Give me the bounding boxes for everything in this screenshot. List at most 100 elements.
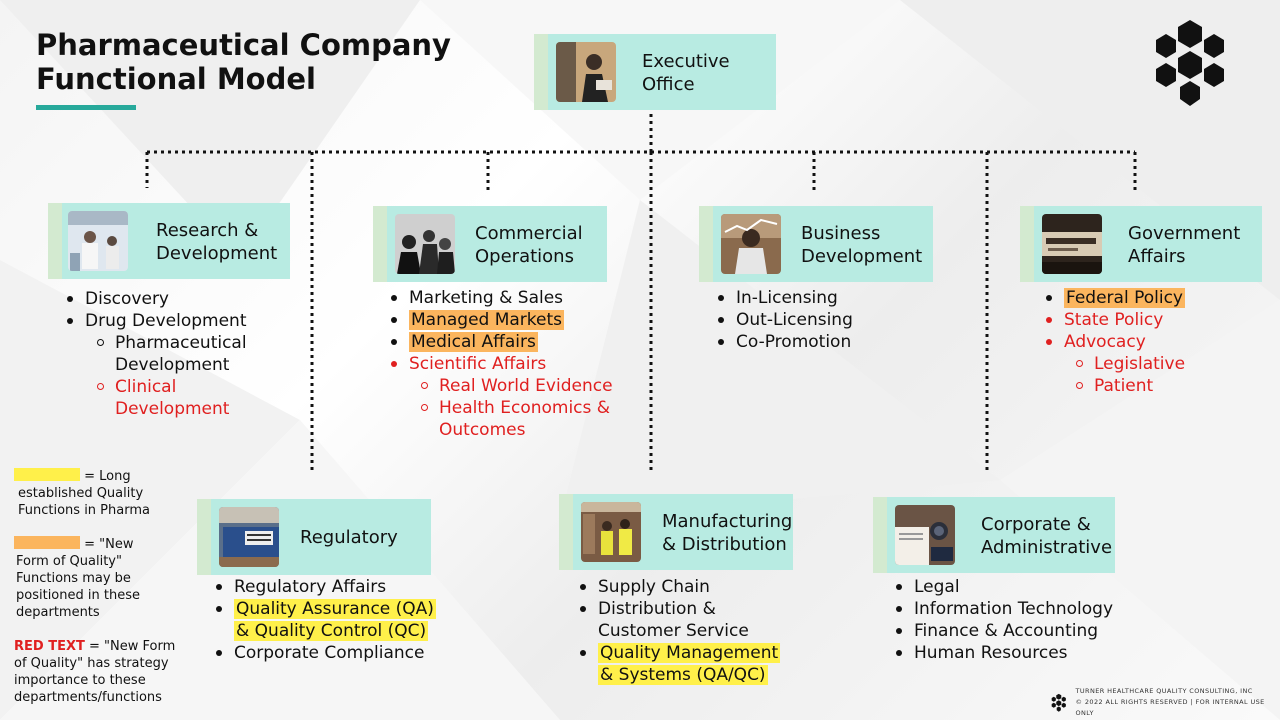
title-line-1: Pharmaceutical Company [36,28,451,62]
list-item: Quality Management& Systems (QA/QC) [578,642,818,686]
list-item: Quality Assurance (QA)& Quality Control … [214,598,454,642]
list-item: Marketing & Sales [389,287,629,309]
item-text: Discovery [85,289,169,309]
node-label-line-1: Executive [642,51,730,72]
list-item: Discovery [65,288,285,310]
laboratory-photo-icon [68,211,128,271]
list-item: Distribution &Customer Service [578,598,818,642]
list-item: Medical Affairs [389,331,629,353]
item-text: Development [115,355,230,375]
hexagon-cluster-logo-icon [1156,20,1224,106]
node-label: Commercial Operations [475,222,583,268]
legend-text: = "New [84,537,134,552]
list-research-development: Discovery Drug Development Pharmaceutica… [65,288,285,420]
node-business-development: Business Development [699,206,933,282]
list-item: Supply Chain [578,576,818,598]
legend-red-word: RED TEXT [14,639,85,654]
node-accent-bar [48,203,62,279]
item-text: Scientific Affairs [409,354,547,374]
list-corporate-administrative: Legal Information Technology Finance & A… [894,576,1144,664]
item-text: Human Resources [914,643,1068,663]
legend-text: = "New Form [89,639,176,654]
item-text: & Systems (QA/QC) [598,665,768,685]
node-accent-bar [534,34,548,110]
warehouse-workers-photo-icon [581,502,641,562]
legend-orange-swatch [14,536,80,549]
node-accent-bar [559,494,573,570]
node-label: Corporate & Administrative [981,513,1112,559]
item-text: Quality Management [598,643,781,663]
node-label-line-2: Development [801,246,923,267]
node-label-line-1: Business [801,223,881,244]
hexagon-cluster-small-logo-icon [1051,693,1066,712]
list-subitem: Patient [1044,375,1254,397]
legend-red: RED TEXT = "New Form of Quality" has str… [14,638,184,706]
list-subitem: Real World Evidence [389,375,629,397]
regulatory-compliance-binder-photo-icon [219,507,279,567]
item-text: Patient [1094,376,1154,396]
node-accent-bar [197,499,211,575]
list-item: Out-Licensing [716,309,916,331]
list-item: Drug Development [65,310,285,332]
node-label: Executive Office [642,50,730,96]
list-subitem: Legislative [1044,353,1254,375]
item-text: Clinical [115,377,177,397]
node-label-line-2: Administrative [981,537,1113,558]
legend-text: positioned in these [16,588,140,603]
node-corporate-administrative: Corporate & Administrative [873,497,1115,573]
item-text: Information Technology [914,599,1114,619]
legend-text: departments/functions [14,690,162,705]
list-item: Information Technology [894,598,1144,620]
legend-text: departments [16,605,100,620]
item-text: State Policy [1064,310,1164,330]
list-item: Co-Promotion [716,331,916,353]
legend-text: = Long [84,469,131,484]
footer-company: TURNER HEALTHCARE QUALITY CONSULTING, IN… [1075,687,1253,695]
node-label-line-1: Corporate & [981,514,1091,535]
item-text: Quality Assurance (QA) [234,599,436,619]
node-manufacturing-distribution: Manufacturing & Distribution [559,494,793,570]
list-manufacturing-distribution: Supply Chain Distribution &Customer Serv… [578,576,818,686]
node-accent-bar [873,497,887,573]
node-label-line-1: Manufacturing [662,511,793,532]
item-text: Real World Evidence [439,376,613,396]
item-text: Federal Policy [1064,288,1185,308]
item-text: Marketing & Sales [409,288,564,308]
item-text: In-Licensing [736,288,838,308]
node-accent-bar [373,206,387,282]
legend-text: established Quality [18,486,144,501]
list-business-development: In-Licensing Out-Licensing Co-Promotion [716,287,916,353]
node-label-line-2: Affairs [1128,246,1186,267]
legend-text: of Quality" has strategy [14,656,169,671]
node-research-development: Research & Development [48,203,290,279]
footer: TURNER HEALTHCARE QUALITY CONSULTING, IN… [1050,686,1280,719]
node-accent-bar [1020,206,1034,282]
legend-text: Functions may be [16,571,131,586]
list-item: State Policy [1044,309,1254,331]
item-text: Medical Affairs [409,332,538,352]
legend-text: Functions in Pharma [18,503,150,518]
legend-orange: = "New Form of Quality" Functions may be… [14,536,184,621]
list-item: Federal Policy [1044,287,1254,309]
node-executive-office: Executive Office [534,34,776,110]
item-text: Co-Promotion [736,332,852,352]
list-item: Regulatory Affairs [214,576,454,598]
item-text: Corporate Compliance [234,643,425,663]
node-label: Business Development [801,222,922,268]
footer-copyright: © 2022 ALL RIGHTS RESERVED | FOR INTERNA… [1075,698,1265,717]
item-text: Legal [914,577,960,597]
item-text: Managed Markets [409,310,565,330]
item-text: Supply Chain [598,577,710,597]
node-label-line-1: Research & [156,220,259,241]
legend-yellow-swatch [14,468,80,481]
node-label-line-2: Office [642,74,695,95]
item-text: Customer Service [598,621,749,641]
node-label-line-2: & Distribution [662,534,787,555]
title-underline [36,105,136,110]
item-text: Development [115,399,230,419]
node-label: Manufacturing & Distribution [662,510,792,556]
list-item: Human Resources [894,642,1144,664]
node-label-line-1: Regulatory [300,527,398,548]
page-title: Pharmaceutical Company Functional Model [36,28,451,96]
